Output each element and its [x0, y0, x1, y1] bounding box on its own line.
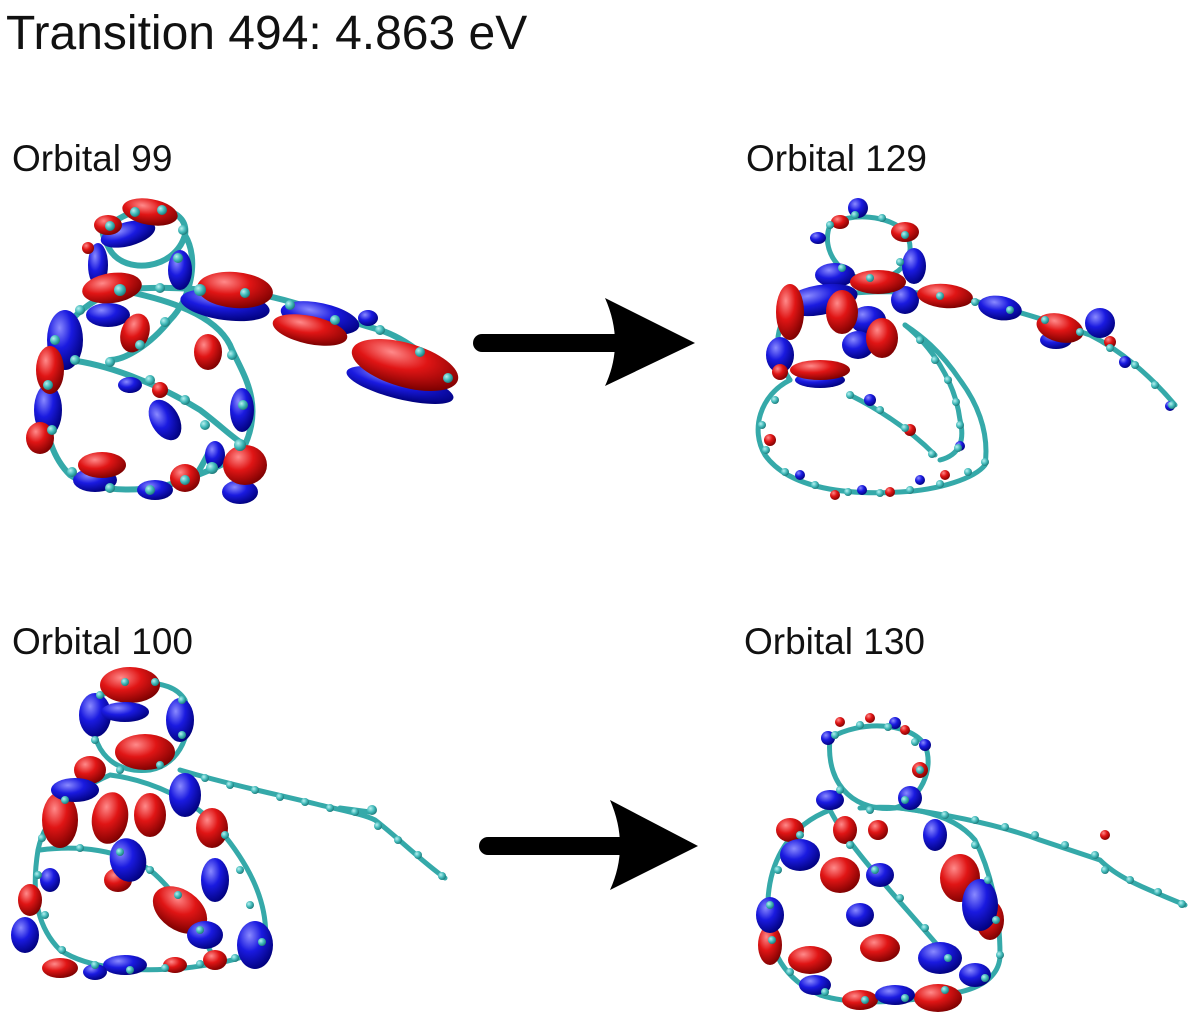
right-arrow-icon [473, 298, 695, 386]
right-arrow-icon [479, 800, 698, 890]
label-orbital-99: Orbital 99 [12, 138, 173, 179]
molecule-orbital-129 [755, 198, 1178, 500]
label-orbital-100: Orbital 100 [12, 621, 193, 662]
label-orbital-130: Orbital 130 [744, 621, 925, 662]
molecule-orbital-130 [756, 713, 1188, 1012]
label-orbital-129: Orbital 129 [746, 138, 927, 179]
molecule-orbital-100 [11, 667, 448, 980]
figure-title: Transition 494: 4.863 eV [6, 7, 528, 60]
molecule-orbital-99 [26, 198, 459, 504]
